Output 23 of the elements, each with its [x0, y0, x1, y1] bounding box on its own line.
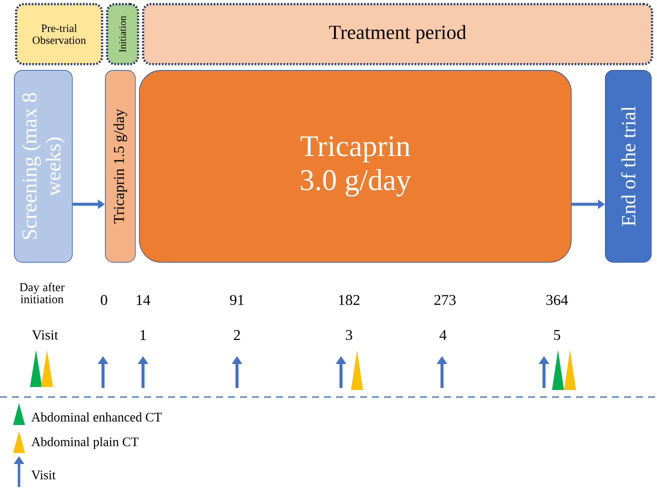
legend-label: Abdominal plain CT	[31, 437, 139, 449]
stage-box: End of the trial	[605, 70, 652, 263]
visit-number: 5	[554, 330, 560, 340]
stage-box: Tricaprin 1.5 g/day	[105, 70, 136, 263]
row-label: Visit	[32, 330, 58, 340]
day-number: 91	[230, 294, 244, 306]
legend-label: Abdominal enhanced CT	[31, 412, 162, 422]
day-number: 14	[136, 295, 150, 305]
legend-label: Visit	[31, 470, 56, 480]
day-number: 364	[546, 294, 568, 306]
visit-number: 2	[234, 330, 240, 340]
row-label: Day after initiation	[20, 282, 65, 304]
visit-number: 4	[440, 330, 446, 340]
visit-number: 3	[346, 330, 352, 340]
visit-number: 1	[140, 330, 146, 340]
stage-box: Tricaprin 3.0 g/day	[139, 70, 572, 263]
stage-box: Screening (max 8 weeks)	[14, 70, 73, 263]
day-number: 182	[339, 294, 360, 306]
day-number: 273	[434, 294, 456, 306]
phase-box: Treatment period	[142, 3, 654, 66]
day-number: 0	[100, 294, 108, 306]
phase-box: Initiation	[106, 3, 140, 66]
phase-box: Pre-trial Observation	[15, 3, 104, 66]
